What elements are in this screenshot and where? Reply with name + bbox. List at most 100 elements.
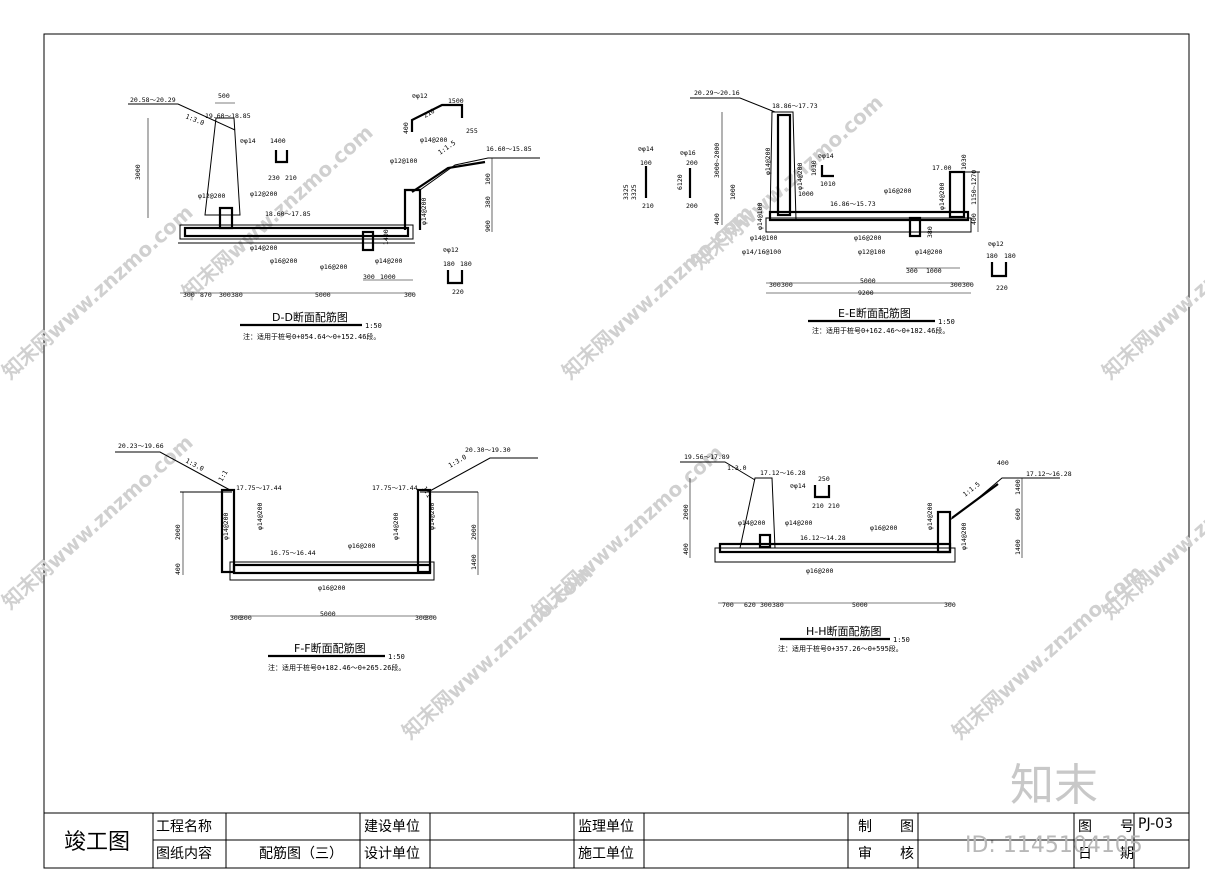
svg-text:250: 250 (818, 475, 830, 483)
svg-text:6120: 6120 (676, 174, 684, 190)
svg-text:180: 180 (443, 260, 455, 268)
title-block: 竣工图 工程名称 图纸内容 配筋图（三） 建设单位 设计单位 监理单位 施工单位… (43, 812, 1190, 869)
svg-text:17.00: 17.00 (932, 164, 952, 172)
drawing-no-label: 图 号 (1078, 819, 1134, 835)
svg-text:300: 300 (219, 291, 231, 299)
svg-text:φ14@200: φ14@200 (960, 523, 968, 550)
dd-title: D-D断面配筋图 (272, 310, 348, 324)
svg-text:⊘φ14: ⊘φ14 (818, 152, 834, 160)
svg-text:300: 300 (363, 273, 375, 281)
svg-text:16.75～16.44: 16.75～16.44 (270, 549, 316, 557)
svg-text:知末网www.znzmo.com: 知末网www.znzmo.com (0, 200, 198, 384)
hh-note: 注：适用于桩号0+357.26～0+595段。 (778, 644, 903, 653)
svg-text:200: 200 (686, 159, 698, 167)
svg-text:⊘φ12: ⊘φ12 (988, 240, 1004, 248)
svg-text:φ16@200: φ16@200 (320, 263, 347, 271)
svg-text:φ14@200: φ14@200 (738, 519, 765, 527)
svg-text:⊘φ14: ⊘φ14 (240, 137, 256, 145)
svg-text:300: 300 (760, 601, 772, 609)
design-label: 设计单位 (364, 846, 420, 862)
svg-text:870: 870 (200, 291, 212, 299)
svg-text:φ14@200: φ14@200 (796, 163, 804, 190)
svg-text:16.86～15.73: 16.86～15.73 (830, 200, 876, 208)
svg-text:230: 230 (268, 174, 280, 182)
svg-text:400: 400 (682, 543, 690, 555)
date-label: 日 期 (1078, 846, 1134, 862)
svg-text:180: 180 (986, 252, 998, 260)
svg-text:φ12@100: φ12@100 (858, 248, 885, 256)
svg-text:1:3.0: 1:3.0 (447, 453, 468, 470)
svg-text:φ14@200: φ14@200 (428, 503, 436, 530)
svg-text:2000: 2000 (470, 524, 478, 540)
svg-text:φ14@200: φ14@200 (764, 148, 772, 175)
drawing-no-value: PJ-03 (1138, 816, 1173, 832)
svg-text:3325: 3325 (622, 184, 630, 200)
svg-text:φ14@200: φ14@200 (938, 183, 946, 210)
svg-text:φ16@200: φ16@200 (884, 187, 911, 195)
section-hh: 19.56～17.89 1:3.0 17.12～16.28 17.12～16.2… (680, 453, 1072, 653)
svg-text:300: 300 (781, 281, 793, 289)
svg-text:300: 300 (906, 267, 918, 275)
svg-text:300: 300 (950, 281, 962, 289)
svg-text:⊘φ14: ⊘φ14 (638, 145, 654, 153)
svg-text:5000: 5000 (852, 601, 868, 609)
svg-text:1:50: 1:50 (893, 636, 910, 644)
svg-text:300: 300 (944, 601, 956, 609)
svg-text:φ12@100: φ12@100 (390, 157, 417, 165)
svg-text:φ14@200: φ14@200 (915, 248, 942, 256)
svg-text:φ14@200: φ14@200 (222, 513, 230, 540)
svg-text:3000: 3000 (134, 164, 142, 180)
svg-text:700: 700 (722, 601, 734, 609)
svg-text:300: 300 (769, 281, 781, 289)
as-built-stamp: 竣工图 (64, 830, 130, 855)
svg-text:380: 380 (772, 601, 784, 609)
svg-text:φ14@200: φ14@200 (256, 503, 264, 530)
svg-text:φ14@200: φ14@200 (375, 257, 402, 265)
svg-text:1400: 1400 (470, 554, 478, 570)
watermark-layer: 知末网www.znzmo.com 知末网www.znzmo.com 知末网www… (0, 90, 1205, 744)
svg-text:20.29～20.16: 20.29～20.16 (694, 89, 740, 97)
svg-text:100: 100 (484, 173, 492, 185)
svg-text:φ14/16@100: φ14/16@100 (742, 248, 781, 256)
svg-text:17.12～16.28: 17.12～16.28 (760, 469, 806, 477)
svg-text:1010: 1010 (820, 180, 836, 188)
client-label: 建设单位 (364, 819, 420, 835)
svg-text:1:50: 1:50 (388, 653, 405, 661)
svg-text:1:3.0: 1:3.0 (727, 464, 747, 472)
ff-note: 注：适用于桩号0+182.46～0+265.26段。 (268, 663, 405, 672)
section-dd: 20.58～20.29 19.60～18.85 500 1:3.0 3000 1… (128, 92, 540, 341)
svg-text:180: 180 (1004, 252, 1016, 260)
svg-text:9200: 9200 (858, 289, 874, 297)
content-value: 配筋图（三） (259, 845, 343, 862)
svg-text:φ14@200: φ14@200 (392, 513, 400, 540)
svg-text:3000~2000: 3000~2000 (713, 143, 721, 178)
section-ff: 20.23～19.66 1:3.0 1:1 20.30～19.30 1:3.0 … (115, 442, 538, 672)
dd-note: 注：适用于桩号0+054.64～0+152.46段。 (243, 332, 380, 341)
svg-text:20.30～19.30: 20.30～19.30 (465, 446, 511, 454)
svg-text:φ16@200: φ16@200 (270, 257, 297, 265)
svg-text:220: 220 (452, 288, 464, 296)
svg-text:300: 300 (230, 614, 242, 622)
svg-text:1030: 1030 (960, 154, 968, 170)
svg-text:16.60～15.85: 16.60～15.85 (486, 145, 532, 153)
svg-text:1000: 1000 (729, 184, 737, 200)
ee-title: E-E断面配筋图 (838, 306, 911, 320)
svg-text:400: 400 (997, 459, 1009, 467)
svg-text:400: 400 (713, 213, 721, 225)
svg-text:1400: 1400 (270, 137, 286, 145)
svg-text:3325: 3325 (630, 184, 638, 200)
svg-text:φ14@200: φ14@200 (420, 198, 428, 225)
svg-text:400: 400 (402, 122, 410, 134)
svg-text:300: 300 (183, 291, 195, 299)
svg-text:1:50: 1:50 (365, 322, 382, 330)
svg-text:φ16@200: φ16@200 (806, 567, 833, 575)
check-label: 审 核 (858, 846, 914, 862)
section-ee: 20.29～20.16 18.86～17.73 17.00 16.86～15.7… (622, 89, 1016, 335)
svg-text:1:50: 1:50 (938, 318, 955, 326)
ff-title: F-F断面配筋图 (294, 641, 366, 655)
svg-text:φ16@200: φ16@200 (318, 584, 345, 592)
svg-text:100: 100 (640, 159, 652, 167)
svg-text:φ16@200: φ16@200 (348, 542, 375, 550)
svg-text:16.12～14.28: 16.12～14.28 (800, 534, 846, 542)
